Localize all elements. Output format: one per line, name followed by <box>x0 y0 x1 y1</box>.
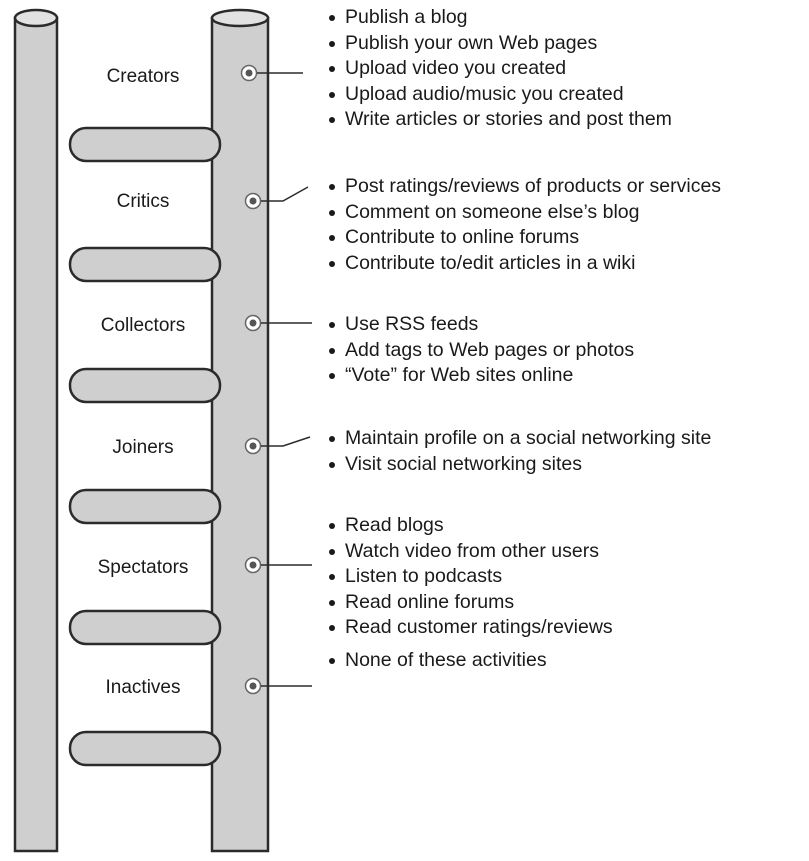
level-label-joiners: Joiners <box>112 437 173 458</box>
level-label-inactives: Inactives <box>106 677 181 698</box>
activity-item: Contribute to online forums <box>327 225 721 251</box>
ladder-right-rail <box>210 8 270 853</box>
activity-item: Visit social networking sites <box>327 452 711 478</box>
level-label-collectors: Collectors <box>101 315 185 336</box>
activity-list-inactives: None of these activities <box>327 648 547 674</box>
activity-item: Maintain profile on a social networking … <box>327 426 711 452</box>
activity-item: Add tags to Web pages or photos <box>327 338 634 364</box>
activity-list-creators: Publish a blog Publish your own Web page… <box>327 5 672 133</box>
level-label-spectators: Spectators <box>98 557 189 578</box>
rung <box>68 488 222 525</box>
connector-collectors <box>244 314 312 332</box>
level-labels: Creators Critics Collectors Joiners Spec… <box>98 66 189 698</box>
connector-creators <box>240 64 303 82</box>
activity-item: Publish a blog <box>327 5 672 31</box>
activity-item: Listen to podcasts <box>327 564 613 590</box>
activity-item: Post ratings/reviews of products or serv… <box>327 174 721 200</box>
rung <box>68 367 222 404</box>
connector-spectators <box>244 556 312 574</box>
activity-item: Watch video from other users <box>327 539 613 565</box>
activity-item: Read online forums <box>327 590 613 616</box>
activity-item: Read blogs <box>327 513 613 539</box>
activity-item: “Vote” for Web sites online <box>327 363 634 389</box>
activity-item: Comment on someone else’s blog <box>327 200 721 226</box>
connector-inactives <box>244 677 312 695</box>
connectors <box>240 64 312 695</box>
activity-item: None of these activities <box>327 648 547 674</box>
activity-item: Contribute to/edit articles in a wiki <box>327 251 721 277</box>
activity-item: Upload audio/music you created <box>327 82 672 108</box>
activity-list-joiners: Maintain profile on a social networking … <box>327 426 711 477</box>
level-label-creators: Creators <box>107 66 180 87</box>
rung <box>68 246 222 283</box>
connector-joiners <box>244 436 311 455</box>
activity-item: Read customer ratings/reviews <box>327 615 613 641</box>
activity-list-critics: Post ratings/reviews of products or serv… <box>327 174 721 276</box>
activity-item: Publish your own Web pages <box>327 31 672 57</box>
activity-list-spectators: Read blogs Watch video from other users … <box>327 513 613 641</box>
activity-item: Write articles or stories and post them <box>327 107 672 133</box>
activity-item: Upload video you created <box>327 56 672 82</box>
rung <box>68 730 222 767</box>
rung <box>68 126 222 163</box>
activity-list-collectors: Use RSS feeds Add tags to Web pages or p… <box>327 312 634 389</box>
ladder-rungs <box>68 126 222 767</box>
level-label-critics: Critics <box>117 191 170 212</box>
ladder-left-rail <box>13 8 59 853</box>
rung <box>68 609 222 646</box>
connector-critics <box>244 186 309 210</box>
activity-item: Use RSS feeds <box>327 312 634 338</box>
